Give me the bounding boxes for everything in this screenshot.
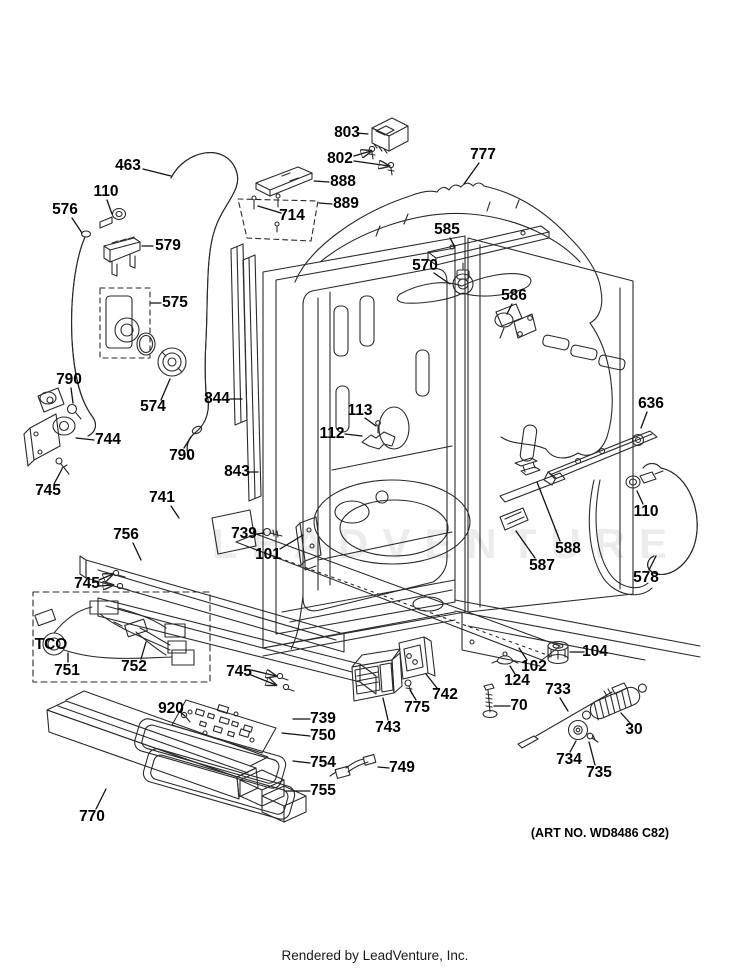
insulation-wrap-777	[294, 182, 613, 459]
top-rail-585	[427, 225, 550, 266]
channel-lower	[97, 597, 377, 695]
pulley-734	[567, 719, 589, 741]
screw-920	[180, 711, 191, 723]
bracket-888	[255, 166, 313, 197]
inlet-fitting-110	[99, 207, 127, 229]
screw-739-frame	[262, 527, 283, 538]
foam-block-770	[46, 690, 307, 823]
vent-motor-586	[494, 303, 537, 339]
fitting-110-right	[625, 470, 664, 489]
side-rail-636	[499, 430, 658, 503]
clip-124	[491, 655, 519, 665]
door-spring-30	[581, 683, 647, 721]
dashed-box-889	[237, 193, 319, 242]
fill-hose-576	[71, 230, 97, 437]
pad-587	[499, 507, 529, 531]
tub-body	[262, 235, 634, 650]
grommet-574	[157, 347, 187, 377]
renderer-credit: Rendered by LeadVenture, Inc.	[281, 948, 469, 963]
dashed-box-575	[99, 287, 156, 359]
harness-749	[329, 754, 377, 779]
ribbed-strip-741	[211, 509, 561, 661]
tco-harness-751	[32, 591, 211, 683]
latch-module-803	[371, 117, 409, 154]
spray-arm-570	[396, 262, 532, 304]
water-valve-744	[23, 387, 76, 467]
bracket-101	[295, 516, 322, 571]
clip-112-113	[361, 420, 396, 450]
junction-box-743	[351, 648, 403, 702]
plate-742	[398, 636, 436, 680]
art-number: (ART NO. WD8486 C82)	[530, 826, 670, 840]
clip-588	[514, 457, 541, 476]
strips-843-844	[230, 243, 262, 502]
clip-790-upper	[66, 403, 82, 420]
screw-745-valve	[55, 457, 70, 475]
channel-756	[79, 555, 345, 653]
harness-752	[113, 618, 187, 656]
tray-755	[142, 748, 296, 820]
screw-735	[586, 732, 599, 743]
drain-hose-463	[170, 152, 239, 459]
leader-lines	[53, 132, 657, 810]
support-frame-right	[588, 479, 653, 596]
drain-hose-578	[642, 462, 698, 575]
bracket-579	[103, 236, 141, 277]
leveling-leg-70	[482, 683, 498, 719]
